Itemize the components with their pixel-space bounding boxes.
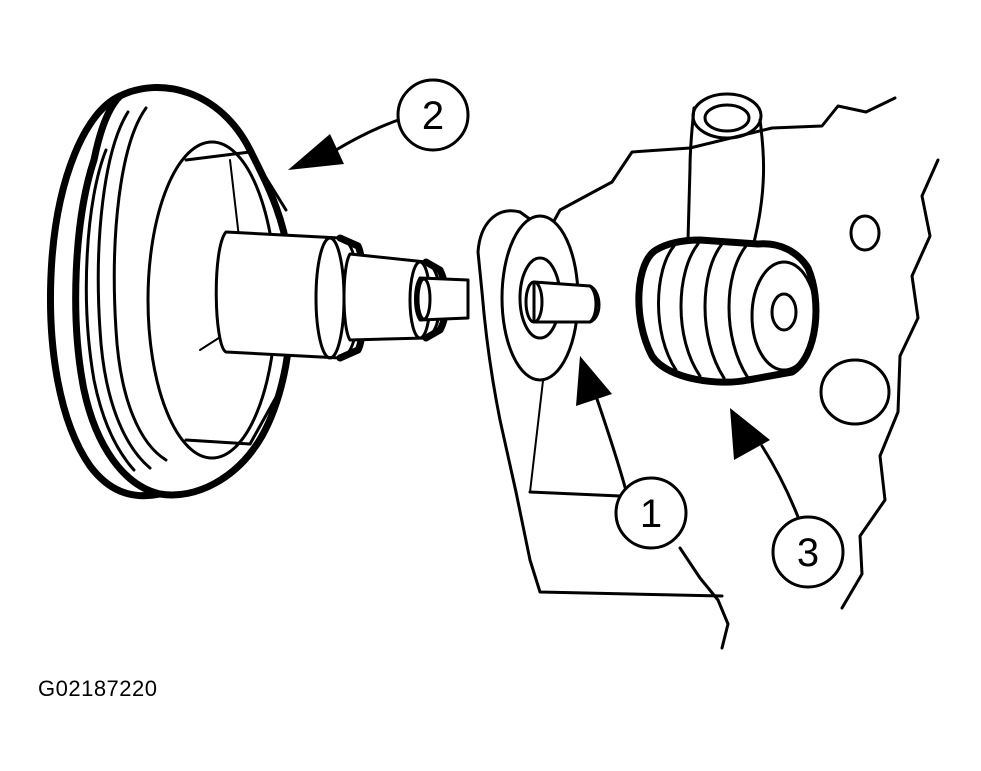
figure-id: G02187220 bbox=[38, 676, 158, 701]
callout-arrow-1 bbox=[576, 356, 630, 500]
callout-1: 1 bbox=[614, 476, 688, 550]
callout-3-label: 3 bbox=[797, 531, 819, 575]
engine-housing bbox=[476, 96, 940, 650]
callout-arrow-2 bbox=[288, 116, 406, 170]
callout-3: 3 bbox=[771, 515, 845, 589]
tube-arm bbox=[686, 92, 766, 252]
callout-2: 2 bbox=[396, 78, 470, 152]
shaft-stud bbox=[500, 214, 601, 382]
callout-1-label: 1 bbox=[640, 492, 662, 536]
threaded-plug bbox=[635, 236, 820, 386]
callout-arrow-3 bbox=[730, 408, 802, 524]
callout-2-label: 2 bbox=[422, 94, 444, 138]
pulley bbox=[47, 83, 470, 500]
